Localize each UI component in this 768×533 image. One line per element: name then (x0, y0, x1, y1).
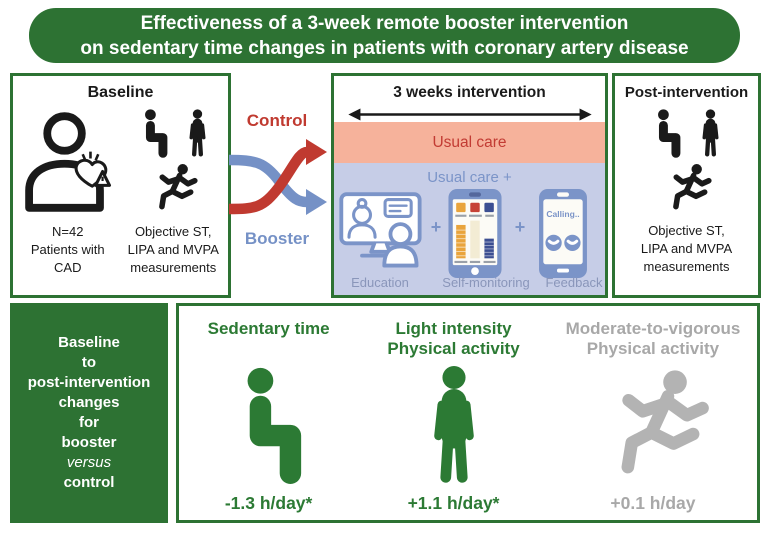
result-heading-line2: Physical activity (586, 339, 720, 358)
result-value-mvpa: +0.1 h/day (610, 493, 696, 513)
sidebar-line: changes (58, 394, 120, 411)
result-column-lipa: Light intensity Physical activity +1.1 h… (358, 306, 549, 520)
plus-sign: + (430, 217, 442, 237)
sidebar-line: control (63, 474, 115, 491)
post-intervention-box: Post-intervention Objective ST, LIPA and… (612, 73, 761, 298)
sitting-person-icon (649, 109, 685, 159)
duration-double-arrow-icon (348, 108, 592, 121)
sidebar-line: to (81, 354, 97, 371)
sitting-person-icon (136, 109, 172, 159)
results-box: Sedentary time -1.3 h/day* Light intensi… (176, 303, 760, 523)
standing-person-icon (697, 109, 724, 159)
education-icon (339, 192, 422, 268)
randomisation-arrows-icon (229, 139, 327, 215)
sitting-person-icon (226, 367, 312, 487)
intervention-box: 3 weeks intervention Usual care Usual ca… (331, 73, 608, 298)
measurements-line3: measurements (643, 259, 730, 274)
calling-text: Calling.. (546, 209, 579, 219)
result-column-mvpa: Moderate-to-vigorous Physical activity +… (549, 306, 757, 520)
usual-care-plus-label: Usual care + (427, 169, 512, 186)
baseline-title: Baseline (87, 84, 154, 101)
booster-arrowhead (306, 189, 327, 215)
baseline-n-label: N=42 (52, 224, 84, 239)
usual-care-plus-band: Usual care + + (334, 163, 605, 295)
running-person-icon (594, 368, 712, 486)
measurements-line1: Objective ST, (134, 224, 212, 239)
result-value-lipa: +1.1 h/day* (407, 493, 500, 513)
standing-person-icon (421, 365, 487, 489)
result-heading-line1: Sedentary time (207, 319, 330, 338)
running-person-icon (661, 163, 713, 215)
education-label: Education (351, 275, 409, 290)
result-heading-line1: Moderate-to-vigorous (565, 319, 741, 338)
control-arm-label: Control (246, 111, 308, 130)
baseline-patients-line1: Patients with (30, 242, 105, 257)
sidebar-line-versus: versus (66, 454, 112, 471)
sidebar-line: post-intervention (27, 374, 151, 391)
booster-arm-label: Booster (244, 229, 310, 248)
standing-person-icon (184, 109, 211, 159)
result-column-sedentary: Sedentary time -1.3 h/day* (179, 306, 358, 520)
banner-title-line1: Effectiveness of a 3-week remote booster… (140, 13, 629, 34)
control-arrowhead (306, 139, 327, 165)
sidebar-line: Baseline (58, 334, 120, 351)
intervention-title: 3 weeks intervention (393, 84, 546, 101)
control-arrow-path (229, 146, 309, 215)
results-sidebar: Baseline to post-intervention changes fo… (10, 303, 168, 523)
self-monitoring-label: Self-monitoring (442, 275, 530, 290)
measurements-line1: Objective ST, (648, 223, 725, 238)
feedback-label: Feedback (545, 275, 603, 290)
result-heading-line2: Physical activity (387, 339, 520, 358)
result-heading-line1: Light intensity (395, 319, 512, 338)
feedback-icon: Calling.. (539, 189, 587, 278)
result-value-sedentary: -1.3 h/day* (224, 493, 313, 513)
sidebar-line: for (79, 414, 99, 431)
measurements-line3: measurements (130, 260, 217, 275)
running-person-icon (147, 163, 199, 215)
patient-heart-icon (24, 112, 111, 212)
measurements-line2: LIPA and MVPA (640, 241, 733, 256)
sidebar-line: booster (61, 434, 117, 451)
post-intervention-title: Post-intervention (624, 84, 749, 101)
title-banner: Effectiveness of a 3-week remote booster… (29, 8, 740, 63)
measurements-line2: LIPA and MVPA (127, 242, 219, 257)
plus-sign: + (514, 217, 526, 237)
usual-care-band: Usual care (334, 122, 605, 163)
baseline-patients-line2: CAD (54, 260, 82, 275)
banner-title-line2: on sedentary time changes in patients wi… (80, 38, 689, 59)
baseline-box: Baseline N=42 Patients with CAD (10, 73, 231, 298)
self-monitoring-icon (448, 189, 502, 278)
